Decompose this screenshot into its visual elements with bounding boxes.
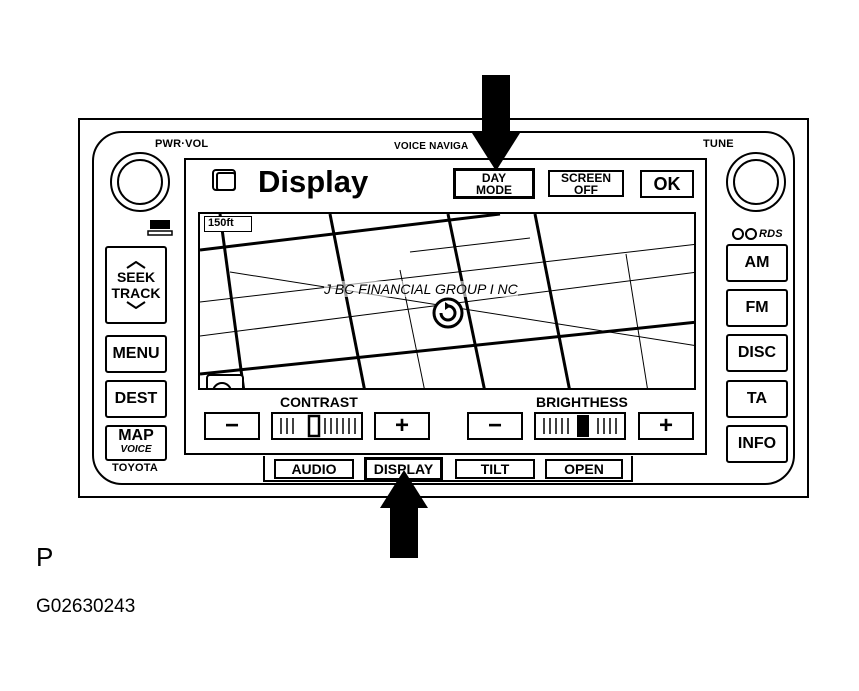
tune-knob[interactable] [726,152,786,212]
disc-indicator-icon [147,219,173,237]
arrow-up-icon [380,470,428,558]
tune-label: TUNE [703,138,734,150]
screen-off-button[interactable]: SCREEN OFF [548,170,624,197]
chevron-down-icon [126,301,146,309]
off-label: OFF [574,182,598,197]
map-voice-button[interactable]: MAP VOICE [105,425,167,461]
pwr-vol-label: PWR·VOL [155,138,209,150]
head-unit-face [92,131,795,485]
display-settings-icon [212,169,238,193]
brightness-label: BRIGHTHESS [536,394,628,410]
brightness-plus-button[interactable]: + [638,412,694,440]
menu-button[interactable]: MENU [105,335,167,373]
mode-label: MODE [476,182,512,197]
info-button[interactable]: INFO [726,425,788,463]
page-marker: P [36,542,54,572]
toyota-brand: TOYOTA [112,462,159,474]
map-poi-label: J BC FINANCIAL GROUP I NC [324,281,518,297]
day-label: DAY [481,170,507,185]
audio-button[interactable]: AUDIO [274,459,354,479]
arrow-down-icon [472,75,520,171]
screen-label: SCREEN [560,170,611,185]
current-position-icon [432,297,464,329]
map-label: MAP [118,427,154,444]
map-scale: 150ft [204,216,252,232]
contrast-slider[interactable] [271,412,363,440]
ok-button[interactable]: OK [640,170,694,198]
disc-button[interactable]: DISC [726,334,788,372]
dest-button[interactable]: DEST [105,380,167,418]
fm-button[interactable]: FM [726,289,788,327]
ta-button[interactable]: TA [726,380,788,418]
seek-track-button[interactable]: SEEK TRACK [105,246,167,324]
bottom-tab-bar [263,456,633,482]
tilt-button[interactable]: TILT [455,459,535,479]
power-volume-knob[interactable] [110,152,170,212]
brightness-slider[interactable] [534,412,626,440]
contrast-label: CONTRAST [280,394,358,410]
contrast-minus-button[interactable]: − [204,412,260,440]
contrast-plus-button[interactable]: + [374,412,430,440]
compass-icon[interactable] [206,374,244,388]
open-button[interactable]: OPEN [545,459,623,479]
screen-title: Display [258,164,369,199]
rds-logo: RDS [732,228,783,241]
brightness-slider-track [543,415,617,437]
figure-id: G02630243 [36,596,136,617]
brightness-minus-button[interactable]: − [467,412,523,440]
seek-label: SEEK [116,269,156,285]
day-mode-button[interactable]: DAY MODE [453,168,535,199]
voice-label: VOICE [120,444,152,455]
am-button[interactable]: AM [726,244,788,282]
track-label: TRACK [111,285,161,301]
chevron-up-icon [126,261,146,269]
contrast-slider-track [280,414,356,438]
navigation-map: 150ft J BC FINANCIAL GROUP I NC [198,212,696,390]
voice-navigation-label: VOICE NAVIGA [394,141,469,152]
